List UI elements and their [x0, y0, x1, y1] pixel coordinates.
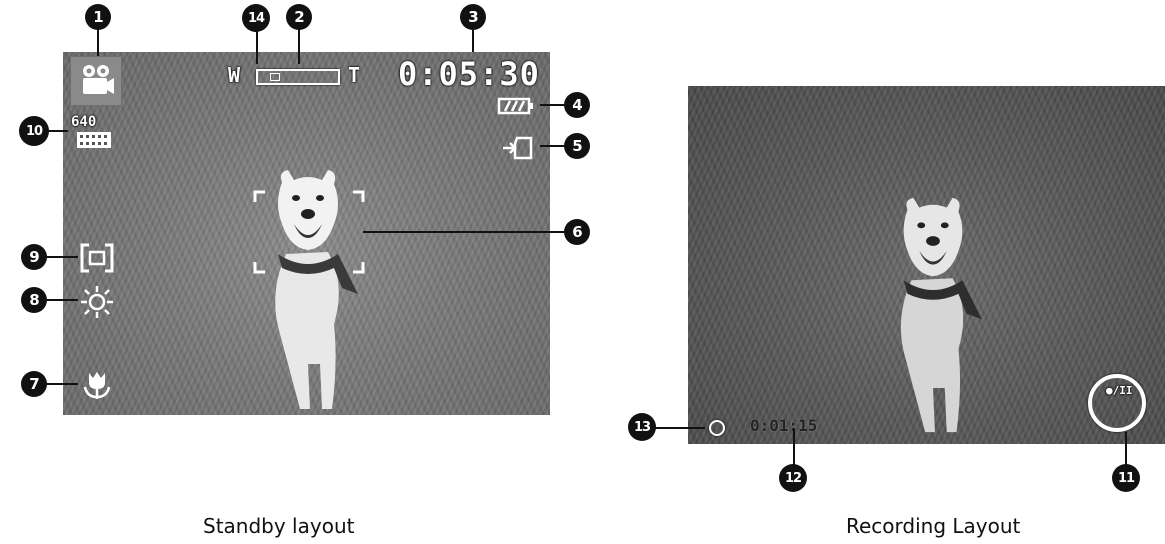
callout-4: 4 [564, 92, 590, 118]
zoom-level-marker [270, 73, 280, 81]
callout-9: 9 [21, 244, 47, 270]
macro-icon [83, 372, 111, 399]
callout-line [44, 130, 68, 132]
dog-image [900, 197, 982, 433]
callout-11: 11 [1112, 464, 1140, 492]
sun-icon [81, 286, 113, 318]
callout-5: 5 [564, 133, 590, 159]
battery-icon [497, 97, 533, 115]
dog-image [275, 170, 358, 409]
standby-screen: W T 0:05:30 640 [63, 52, 550, 415]
callout-line [44, 299, 78, 301]
time-remaining: 0:05:30 [398, 55, 540, 93]
recording-caption: Recording Layout [846, 514, 1021, 538]
standby-caption: Standby layout [203, 514, 355, 538]
recording-indicator-icon [709, 420, 725, 436]
callout-line [97, 28, 99, 56]
callout-12: 12 [779, 464, 807, 492]
callout-line [793, 428, 795, 466]
resolution-label: 640 [71, 114, 97, 130]
resolution-indicator: 640 [69, 114, 119, 154]
callout-line [44, 383, 78, 385]
callout-6: 6 [564, 219, 590, 245]
zoom-bar [256, 69, 340, 85]
callout-line [1125, 432, 1127, 466]
callout-line [44, 256, 78, 258]
record-pause-button[interactable]: ●/II [1088, 374, 1146, 432]
callout-line [256, 28, 258, 64]
callout-line [655, 427, 705, 429]
recording-screen: 0:01:15 ●/II [688, 86, 1165, 444]
callout-line [363, 231, 568, 233]
record-pause-label: ●/II [1106, 384, 1133, 397]
callout-14: 14 [242, 4, 270, 32]
callout-13: 13 [628, 413, 656, 441]
callout-10: 10 [19, 116, 49, 146]
internal-memory-icon [503, 136, 533, 160]
film-icon [77, 132, 111, 148]
zoom-tele-label: T [348, 63, 361, 87]
elapsed-time: 0:01:15 [750, 416, 818, 435]
callout-line [472, 28, 474, 52]
zoom-wide-label: W [228, 63, 241, 87]
callout-2: 2 [286, 4, 312, 30]
callout-line [540, 145, 568, 147]
callout-3: 3 [460, 4, 486, 30]
callout-line [540, 104, 568, 106]
callout-7: 7 [21, 371, 47, 397]
focus-frame [253, 190, 365, 274]
callout-line [298, 28, 300, 64]
callout-8: 8 [21, 287, 47, 313]
focus-area-icon [80, 243, 114, 273]
movie-mode-icon [70, 56, 122, 106]
zoom-indicator: W T [228, 63, 368, 87]
callout-1: 1 [85, 4, 111, 30]
